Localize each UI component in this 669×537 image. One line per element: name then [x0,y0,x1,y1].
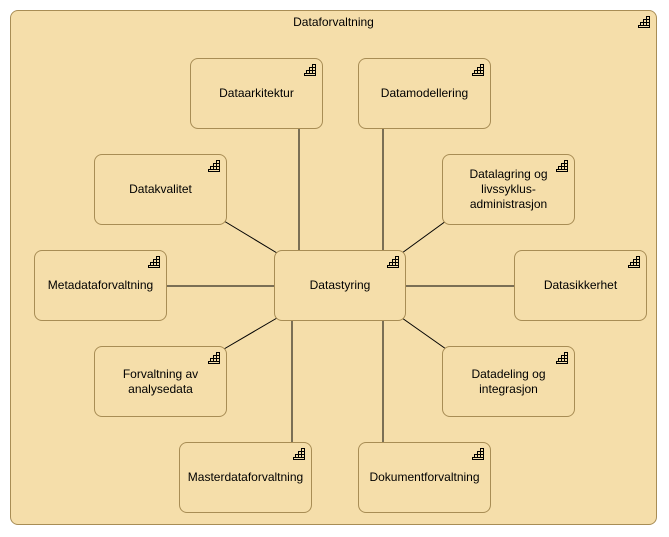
node-label: Datasikkerhet [543,278,618,292]
node-dokumentforvaltning[interactable]: Dokumentforvaltning [358,442,491,513]
capability-icon [472,448,484,460]
capability-icon [208,352,220,364]
connector-datadeling [401,317,447,350]
group-title: Dataforvaltning [293,15,374,29]
node-datalagring[interactable]: Datalagring og livssyklus- administrasjo… [442,154,575,225]
node-dataarkitektur[interactable]: Dataarkitektur [190,58,323,129]
connector-datakvalitet [223,220,278,254]
capability-icon [208,160,220,172]
node-label: Datadeling og integrasjon [471,366,546,396]
capability-icon [556,160,568,172]
capability-icon [304,64,316,76]
node-datadeling[interactable]: Datadeling og integrasjon [442,346,575,417]
node-datamodellering[interactable]: Datamodellering [358,58,491,129]
node-label: Datalagring og livssyklus- administrasjo… [469,167,548,211]
capability-icon [387,256,399,268]
node-metadataforvaltning[interactable]: Metadataforvaltning [34,250,167,321]
capability-icon [148,256,160,268]
node-datastyring[interactable]: Datastyring [274,250,406,321]
node-label: Forvaltning av analysedata [122,366,199,396]
node-label: Datamodellering [380,86,469,100]
node-datakvalitet[interactable]: Datakvalitet [94,154,227,225]
capability-icon [628,256,640,268]
node-label: Masterdataforvaltning [187,470,304,484]
capability-icon [638,16,650,28]
node-masterdataforvaltning[interactable]: Masterdataforvaltning [179,442,312,513]
capability-icon [293,448,305,460]
node-label: Metadataforvaltning [47,278,154,292]
node-analysedata[interactable]: Forvaltning av analysedata [94,346,227,417]
node-label: Dataarkitektur [219,86,294,100]
capability-icon [556,352,568,364]
node-label: Dokumentforvaltning [369,470,480,484]
capability-icon [472,64,484,76]
node-datasikkerhet[interactable]: Datasikkerhet [514,250,647,321]
node-label: Datastyring [309,278,371,292]
node-label: Datakvalitet [129,182,192,196]
connector-datalagring [401,220,447,254]
connector-analysedata [223,317,278,350]
